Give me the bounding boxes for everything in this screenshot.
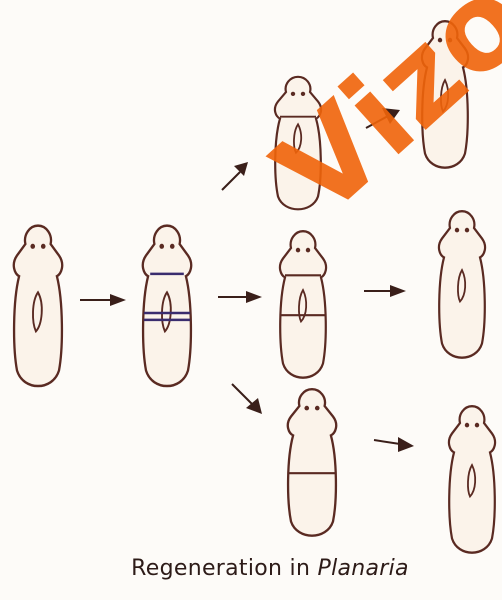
caption-organism: Planaria xyxy=(318,556,409,581)
regenerated-worm-middle xyxy=(439,211,485,357)
regenerated-worm-bottom xyxy=(449,406,495,552)
arrow-cut-to-head xyxy=(222,162,248,190)
fragment-tail xyxy=(288,389,336,535)
arrow-original-to-cut xyxy=(80,294,126,306)
planaria-cut xyxy=(143,226,191,386)
fragment-middle xyxy=(280,231,326,377)
arrow-cut-to-tail xyxy=(232,384,262,414)
arrow-tail-to-regenerated xyxy=(374,437,414,452)
diagram-caption: Regeneration in Planaria xyxy=(0,556,502,581)
caption-prefix: Regeneration in xyxy=(131,556,317,581)
arrow-cut-to-middle xyxy=(218,291,262,303)
arrow-middle-to-regenerated xyxy=(364,285,406,297)
planaria-original xyxy=(14,226,62,386)
